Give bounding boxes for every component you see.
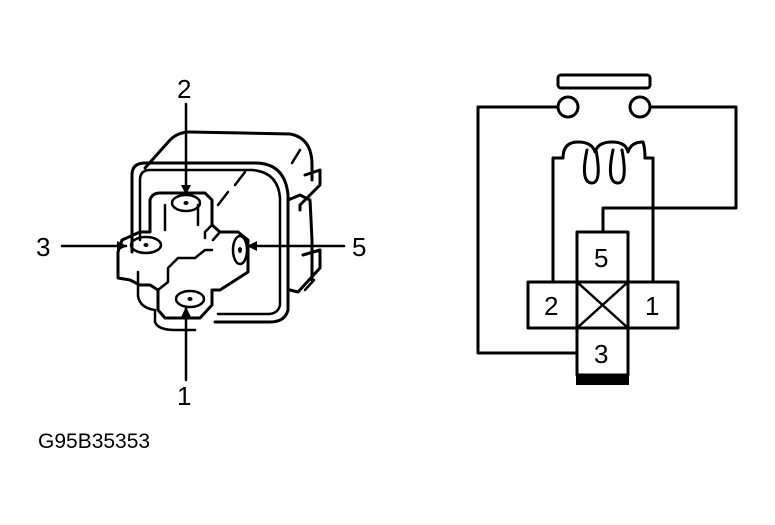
pin-1-label: 1: [177, 381, 191, 411]
figure-code: G95B35353: [38, 430, 150, 453]
pin-3-label: 3: [36, 232, 50, 262]
relay-housing-illustration: [116, 130, 322, 332]
switch-contact-bar: [556, 73, 652, 90]
pin-2-callout: 2: [177, 74, 191, 196]
coil-icon: [561, 140, 647, 160]
pin-3-callout: 3: [36, 232, 128, 262]
wire-2: [551, 156, 565, 284]
terminal-5-label: 5: [594, 243, 608, 273]
wire-5: [601, 105, 738, 234]
terminal-1-label: 1: [645, 291, 659, 321]
pin-5-label: 5: [352, 232, 366, 262]
relay-schematic: 5 2 1 3: [476, 73, 738, 385]
contact-left: [556, 95, 580, 119]
terminal-3-base: [576, 375, 629, 385]
terminal-3-label: 3: [594, 339, 608, 369]
pin-5-callout: 5: [246, 232, 366, 262]
pin-2-label: 2: [177, 74, 191, 104]
cross-icon: [575, 280, 630, 330]
terminal-1-box: [626, 280, 680, 330]
contact-right: [628, 95, 652, 119]
wire-3: [476, 105, 579, 355]
pin-1-callout: 1: [177, 306, 191, 411]
wire-1: [643, 156, 655, 284]
terminal-2-label: 2: [544, 291, 558, 321]
